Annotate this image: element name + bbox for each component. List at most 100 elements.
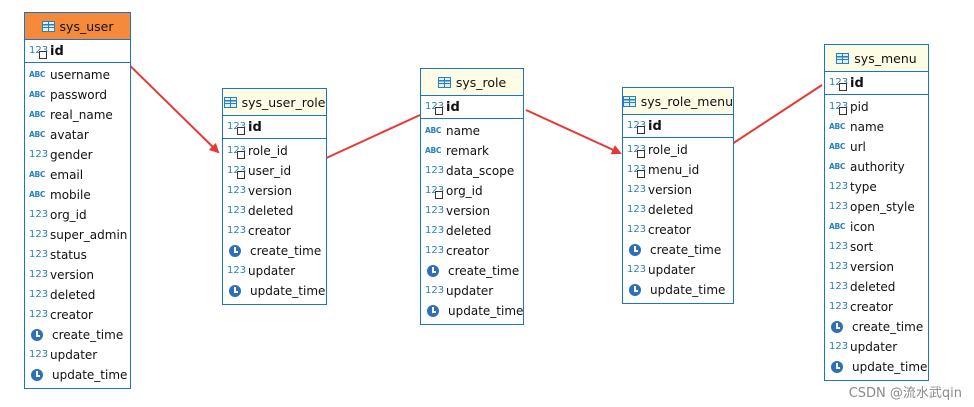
column-name: authority <box>850 160 905 174</box>
column-row[interactable]: ABC password <box>25 85 130 105</box>
column-row[interactable]: create_time <box>25 325 130 345</box>
key-number-icon: 123 <box>627 144 647 158</box>
column-row[interactable]: create_time <box>421 261 523 281</box>
clock-icon <box>229 245 241 257</box>
table-icon <box>623 95 636 107</box>
column-row[interactable]: update_time <box>825 357 928 377</box>
column-row[interactable]: create_time <box>223 241 326 261</box>
column-name: deleted <box>50 288 96 302</box>
column-name: id <box>850 75 864 91</box>
column-name: updater <box>850 340 898 354</box>
table-header[interactable]: sys_user_role <box>223 89 326 116</box>
column-name: password <box>50 88 107 102</box>
table-icon <box>223 96 237 108</box>
table-header[interactable]: sys_menu <box>825 45 928 72</box>
table-header[interactable]: sys_role_menu <box>623 88 733 115</box>
column-row[interactable]: update_time <box>223 281 326 301</box>
column-name: creator <box>850 300 893 314</box>
text-type-icon: ABC <box>29 170 46 180</box>
column-name: update_time <box>852 360 928 374</box>
column-name: updater <box>446 284 494 298</box>
key-number-icon: 123 <box>829 77 849 91</box>
table-header[interactable]: sys_role <box>421 69 523 96</box>
clock-icon <box>427 265 439 277</box>
number-type-icon: 123 <box>829 181 849 192</box>
number-type-icon: 123 <box>29 349 49 360</box>
table-header[interactable]: sys_user <box>25 13 130 40</box>
column-row[interactable]: create_time <box>825 317 928 337</box>
column-name: avatar <box>50 128 89 142</box>
column-name: updater <box>248 264 296 278</box>
column-row[interactable]: update_time <box>421 301 523 321</box>
text-type-icon: ABC <box>29 90 46 100</box>
table-title: sys_user <box>59 18 114 34</box>
text-type-icon: ABC <box>29 190 46 200</box>
column-name: data_scope <box>446 164 515 178</box>
column-name: name <box>446 124 481 138</box>
column-row[interactable]: create_time <box>623 240 733 260</box>
column-name: create_time <box>250 244 322 258</box>
column-name: updater <box>50 348 98 362</box>
column-name: version <box>648 183 692 197</box>
column-row[interactable]: update_time <box>623 280 733 300</box>
text-type-icon: ABC <box>829 222 846 232</box>
column-name: create_time <box>650 243 722 257</box>
column-row[interactable]: update_time <box>25 365 130 385</box>
